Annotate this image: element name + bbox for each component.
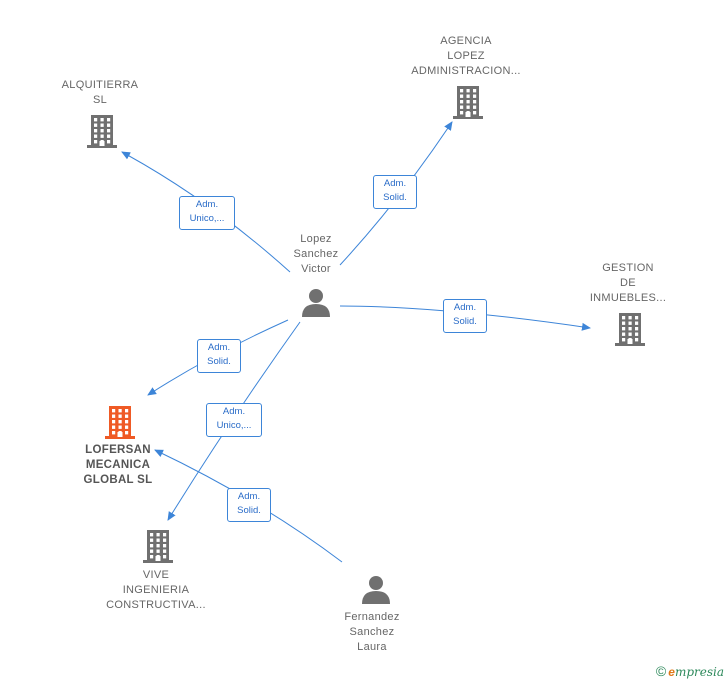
edge-label-lopez-agencia[interactable]: Adm. Solid. <box>373 175 417 209</box>
alquitierra-building-icon[interactable] <box>86 113 118 154</box>
edge-label-lopez-lofersan[interactable]: Adm. Solid. <box>197 339 241 373</box>
lofersan-building-icon[interactable] <box>104 404 136 445</box>
brand-e-logo: e <box>668 665 675 679</box>
edge-label-lopez-alquitierra[interactable]: Adm. Unico,... <box>179 196 235 230</box>
agencia-label[interactable]: AGENCIA LOPEZ ADMINISTRACION... <box>411 35 521 77</box>
alquitierra-label[interactable]: ALQUITIERRA SL <box>61 79 139 106</box>
empresia-brand[interactable]: ©empresia <box>656 663 724 679</box>
edge-label-lopez-vive[interactable]: Adm. Unico,... <box>206 403 262 437</box>
copyright-icon: © <box>655 663 667 679</box>
lofersan-label[interactable]: LOFERSAN MECANICA GLOBAL SL <box>83 444 153 486</box>
edge-label-lopez-gestion[interactable]: Adm. Solid. <box>443 299 487 333</box>
lopez-label[interactable]: Lopez Sanchez Victor <box>293 233 339 275</box>
agencia-building-icon[interactable] <box>452 84 484 125</box>
lopez-person-icon[interactable] <box>300 288 332 323</box>
vive-label[interactable]: VIVE INGENIERIA CONSTRUCTIVA... <box>106 569 206 611</box>
fernandez-person-icon[interactable] <box>360 575 392 610</box>
gestion-building-icon[interactable] <box>614 311 646 352</box>
fernandez-label[interactable]: Fernandez Sanchez Laura <box>344 611 400 653</box>
vive-building-icon[interactable] <box>142 528 174 569</box>
gestion-label[interactable]: GESTION DE INMUEBLES... <box>589 262 667 304</box>
brand-name: mpresia <box>674 665 724 679</box>
edge-label-fernandez-lofersan[interactable]: Adm. Solid. <box>227 488 271 522</box>
